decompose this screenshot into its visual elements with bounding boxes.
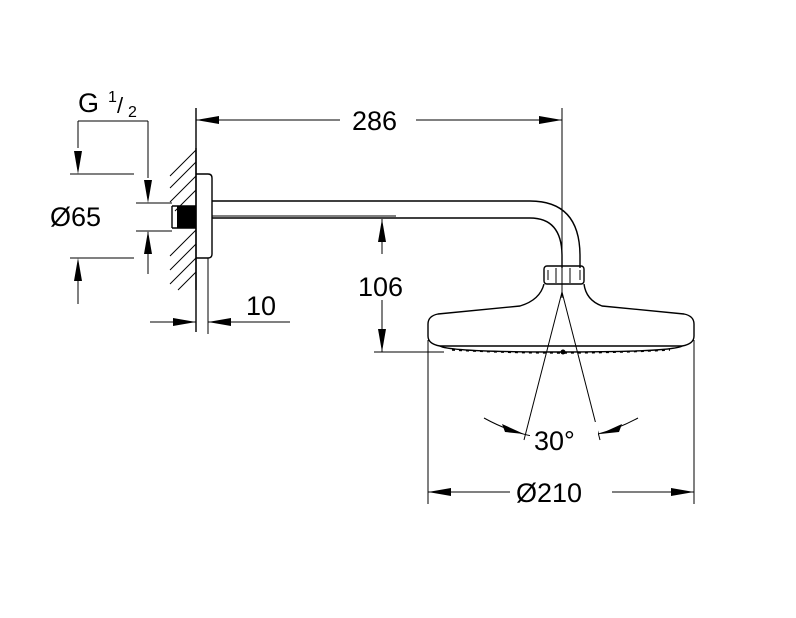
head-diameter-dimension: Ø210 (427, 340, 695, 508)
drop-height-label: 106 (358, 272, 403, 302)
thread-label-prefix: G (78, 88, 99, 118)
thread-label-numerator: 1 (108, 89, 117, 106)
spray-angle-dimension: 30° (483, 291, 639, 456)
spray-angle-label: 30° (534, 426, 575, 456)
thread-label-denominator: 2 (128, 104, 137, 121)
flange-diameter-label: Ø65 (50, 202, 101, 232)
drop-height-dimension: 106 (358, 219, 444, 353)
shower-head (427, 283, 695, 355)
wall-offset-dimension: 10 (150, 258, 290, 334)
head-diameter-label: Ø210 (516, 478, 582, 508)
wall-offset-label: 10 (246, 291, 276, 321)
spray-nozzles (451, 349, 671, 354)
thread-label-slash: / (117, 93, 124, 118)
arm-length-label: 286 (352, 106, 397, 136)
arm-length-dimension: 286 (196, 106, 563, 298)
shower-arm (212, 200, 581, 268)
thread-dimension: G 1 / 2 (78, 88, 172, 274)
ball-joint-connector (543, 265, 585, 285)
flange-diameter-dimension: Ø65 (50, 121, 134, 304)
wall-flange (171, 173, 213, 259)
